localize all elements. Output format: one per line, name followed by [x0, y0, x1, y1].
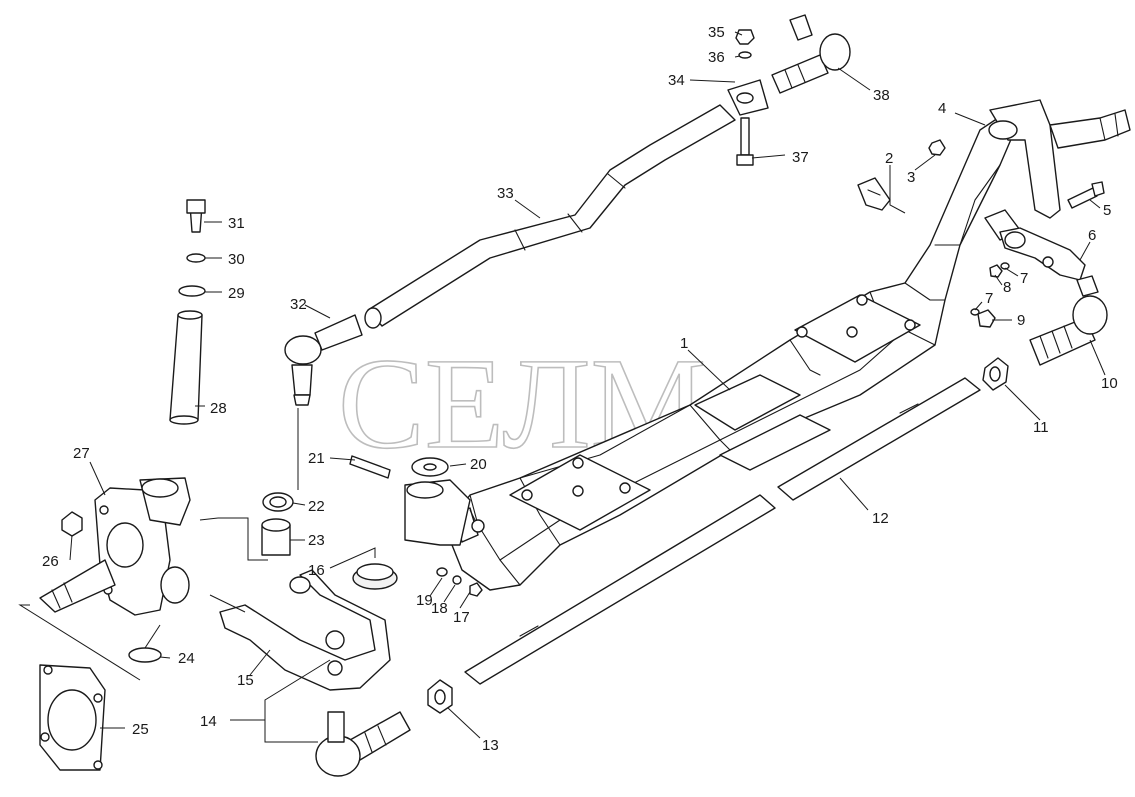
- stub-axle: [39, 559, 116, 613]
- callout-35: 35: [708, 24, 725, 41]
- drag-link-33: [364, 104, 736, 329]
- nut-35: [735, 29, 755, 45]
- callout-18: 18: [431, 600, 448, 617]
- king-pin-bolt-2: [857, 177, 891, 211]
- callout-3: 3: [907, 169, 915, 186]
- bushing-22-23: [261, 492, 294, 556]
- king-pin-28: [169, 310, 203, 425]
- callout-7a: 7: [1020, 270, 1028, 287]
- callout-38: 38: [873, 87, 890, 104]
- callout-5: 5: [1103, 202, 1111, 219]
- bolt-5: [1067, 181, 1105, 209]
- callout-12: 12: [872, 510, 889, 527]
- callout-17: 17: [453, 609, 470, 626]
- callout-34: 34: [668, 72, 685, 89]
- callout-1: 1: [680, 335, 688, 352]
- callout-9: 9: [1017, 312, 1025, 329]
- callout-36: 36: [708, 49, 725, 66]
- tie-rod-tube-12: [464, 377, 981, 685]
- tie-rod-end-right-10: [1029, 275, 1108, 366]
- dust-shield-plate-25: [39, 664, 106, 771]
- callout-20: 20: [470, 456, 487, 473]
- callout-22: 22: [308, 498, 325, 515]
- bolt-31: [186, 199, 206, 233]
- callout-33: 33: [497, 185, 514, 202]
- tie-rod-end-32: [284, 314, 363, 406]
- callout-19: 19: [416, 592, 433, 609]
- washer-29: [178, 285, 206, 297]
- callout-16: 16: [308, 562, 325, 579]
- lever-bracket-20-21: [349, 455, 471, 546]
- callout-24: 24: [178, 650, 195, 667]
- callout-7b: 7: [985, 290, 993, 307]
- callout-27: 27: [73, 445, 90, 462]
- tie-rod-end-38: [771, 14, 851, 94]
- bump-stop-16: [352, 563, 398, 590]
- tie-rod-end-left-14: [315, 711, 411, 777]
- washer-30: [186, 253, 206, 263]
- callout-8: 8: [1003, 279, 1011, 296]
- clamp-34: [727, 79, 769, 116]
- callout-labels: 1 2 3 4 5 6 7 7 8 9 10 11 12 13 14 15 16…: [42, 24, 1118, 754]
- leader-lines: [18, 31, 1106, 743]
- callout-25: 25: [132, 721, 149, 738]
- callout-29: 29: [228, 285, 245, 302]
- steering-arm-15: [219, 569, 391, 691]
- callout-2: 2: [885, 150, 893, 167]
- callout-30: 30: [228, 251, 245, 268]
- callout-4: 4: [938, 100, 946, 117]
- callout-23: 23: [308, 532, 325, 549]
- callout-13: 13: [482, 737, 499, 754]
- lock-nut-11: [982, 357, 1009, 391]
- callout-28: 28: [210, 400, 227, 417]
- callout-37: 37: [792, 149, 809, 166]
- callout-6: 6: [1088, 227, 1096, 244]
- steering-knuckle-27: [94, 477, 191, 616]
- front-axle-beam: [449, 99, 1131, 591]
- callout-26: 26: [42, 553, 59, 570]
- callout-11: 11: [1033, 419, 1049, 436]
- cap-24: [128, 647, 162, 663]
- washer-36: [738, 51, 752, 59]
- nut-26: [61, 511, 83, 537]
- bolt-37: [736, 117, 754, 166]
- nut-3: [928, 139, 946, 156]
- callout-31: 31: [228, 215, 245, 232]
- nut-washer-17-19: [436, 567, 483, 597]
- callout-21: 21: [308, 450, 325, 467]
- callout-14: 14: [200, 713, 217, 730]
- callout-10: 10: [1101, 375, 1118, 392]
- callout-15: 15: [237, 672, 254, 689]
- nut-washer-set: [970, 262, 1010, 328]
- callout-32: 32: [290, 296, 307, 313]
- lock-nut-13: [427, 679, 453, 714]
